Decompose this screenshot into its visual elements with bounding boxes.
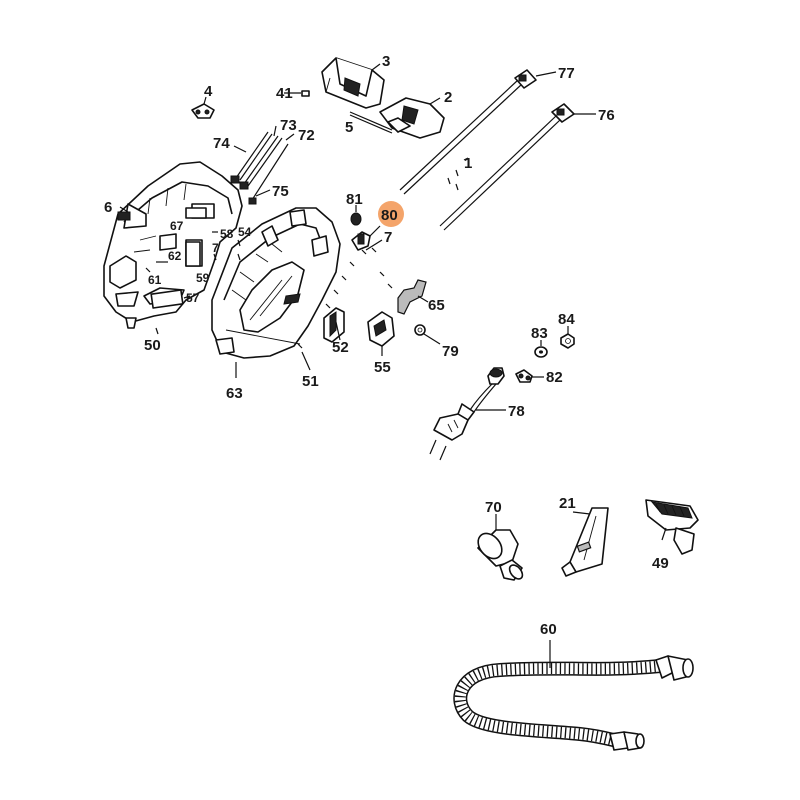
part-65-lever xyxy=(397,279,427,315)
label-part-67: 67 xyxy=(170,219,184,233)
label-part-73: 73 xyxy=(280,117,297,134)
label-part-79: 79 xyxy=(442,343,459,360)
part-49-brush-tool xyxy=(645,499,699,555)
label-part-61: 61 xyxy=(148,273,162,287)
part-73-tie xyxy=(239,135,283,190)
label-part-74: 74 xyxy=(213,135,230,152)
label-part-83: 83 xyxy=(531,325,548,342)
part-52-rail xyxy=(323,307,345,343)
label-part-6: 6 xyxy=(104,199,112,216)
label-part-62: 62 xyxy=(168,249,182,263)
part-67-panel xyxy=(185,207,207,219)
label-part-60: 60 xyxy=(540,621,557,638)
label-part-5: 5 xyxy=(345,119,353,136)
part-screws-column xyxy=(297,249,393,349)
part-57-plate xyxy=(150,289,184,309)
label-part-59: 59 xyxy=(196,271,210,285)
label-part-2: 2 xyxy=(444,89,452,106)
part-50-screw xyxy=(155,327,159,335)
label-part-7: 7 xyxy=(384,229,392,246)
part-55-bracket xyxy=(367,311,395,347)
part-80-switch xyxy=(351,231,371,251)
label-part-65: 65 xyxy=(428,297,445,314)
label-part-3: 3 xyxy=(382,53,390,70)
label-part-1: 1 xyxy=(464,155,472,172)
label-part-80: 80 xyxy=(381,207,398,224)
label-part-63: 63 xyxy=(226,385,243,402)
part-76-rod xyxy=(439,103,575,231)
part-54-screws xyxy=(213,239,241,261)
label-part-75: 75 xyxy=(272,183,289,200)
label-part-49: 49 xyxy=(652,555,669,572)
label-part-78: 78 xyxy=(508,403,525,420)
label-part-72: 72 xyxy=(298,127,315,144)
label-part-52: 52 xyxy=(332,339,349,356)
part-79-washer xyxy=(414,324,426,336)
part-74-tie xyxy=(230,131,273,184)
part-84-nut xyxy=(560,333,575,349)
label-part-7b: 7 xyxy=(212,241,219,255)
part-3-bracket xyxy=(321,57,385,109)
label-part-81: 81 xyxy=(346,191,363,208)
part-72-tie xyxy=(248,143,289,205)
label-part-84: 84 xyxy=(558,311,575,328)
part-labels: 3 2 4 41 5 77 76 1 74 73 72 75 6 81 80 7… xyxy=(104,53,669,638)
label-part-70: 70 xyxy=(485,499,502,516)
label-part-51: 51 xyxy=(302,373,319,390)
label-part-82: 82 xyxy=(546,369,563,386)
highlight-circle-part-80 xyxy=(378,201,404,227)
part-78-power-cord xyxy=(429,367,505,461)
label-part-4: 4 xyxy=(204,83,213,100)
part-4-bracket xyxy=(191,103,215,119)
label-part-50: 50 xyxy=(144,337,161,354)
part-83-washer xyxy=(534,346,548,358)
label-part-58: 58 xyxy=(220,227,234,241)
part-82-clip xyxy=(515,369,533,383)
part-2-bracket xyxy=(379,97,445,139)
label-part-41: 41 xyxy=(276,85,293,102)
label-part-57: 57 xyxy=(186,291,200,305)
part-1-screws xyxy=(447,157,469,191)
part-5-pin xyxy=(349,111,393,131)
part-77-rod xyxy=(399,69,537,195)
part-21-crevice-tool xyxy=(561,507,609,577)
label-part-54: 54 xyxy=(238,225,252,239)
part-63-housing-right xyxy=(211,207,341,359)
part-81-cap xyxy=(350,212,362,226)
label-part-21: 21 xyxy=(559,495,576,512)
label-part-76: 76 xyxy=(598,107,615,124)
label-part-77: 77 xyxy=(558,65,575,82)
part-60-hose xyxy=(453,655,694,751)
part-70-nozzle xyxy=(477,529,524,581)
part-41-clip xyxy=(301,90,310,97)
label-part-55: 55 xyxy=(374,359,391,376)
part-59-plate xyxy=(185,241,201,267)
